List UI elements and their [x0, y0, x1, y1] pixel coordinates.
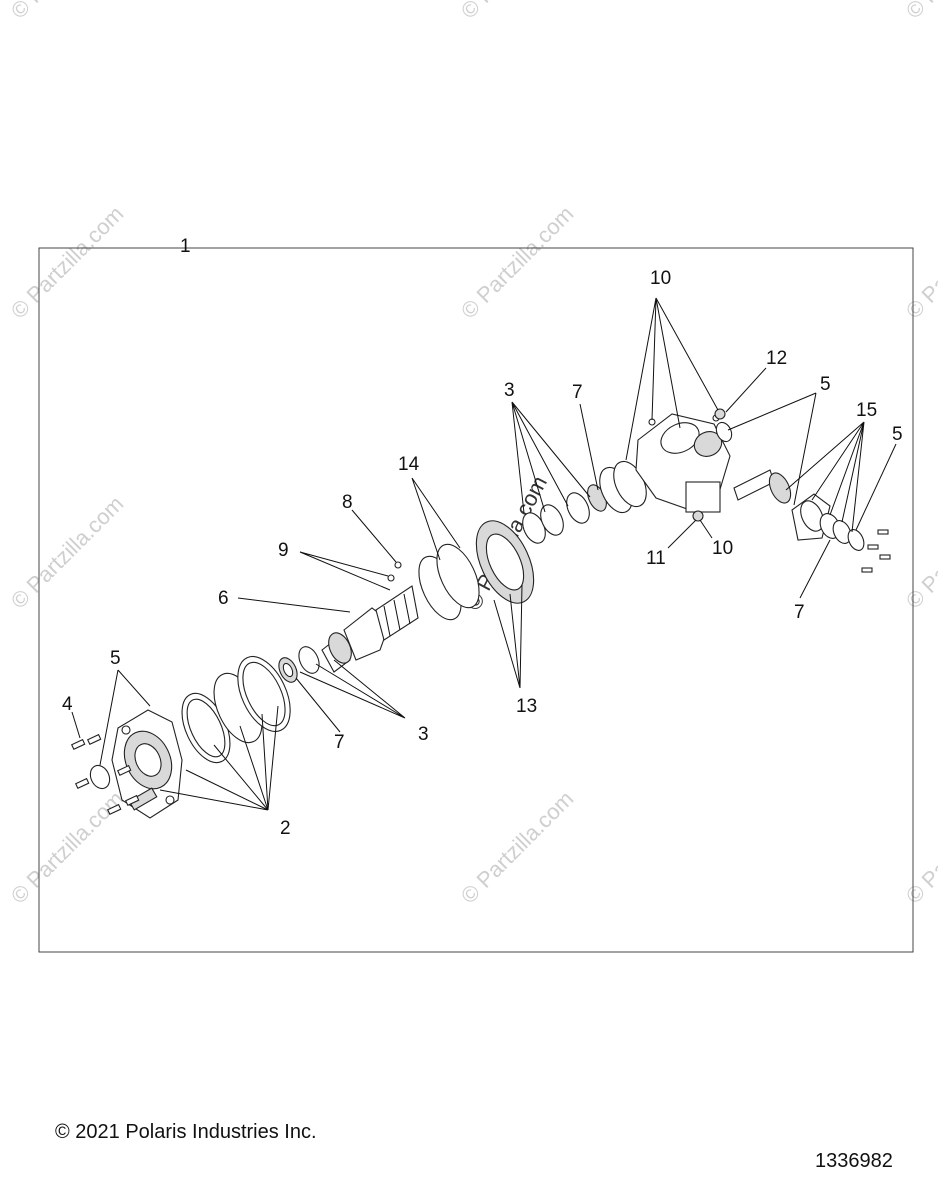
diagram-part-number: 1336982: [815, 1150, 893, 1172]
watermark: © Partzilla.com: [456, 0, 579, 24]
bearing: [566, 492, 590, 524]
watermark: © Partzilla.com: [901, 0, 938, 24]
spring: [387, 574, 395, 582]
callout-3-left: 3: [418, 724, 429, 745]
pinion-housing: [791, 493, 831, 541]
spacer: [298, 646, 320, 674]
callout-11: 11: [646, 548, 666, 569]
pinion-washer: [847, 529, 865, 551]
callout-2: 2: [280, 818, 291, 839]
o-ring: [436, 543, 480, 609]
callouts: 1 2 3 3 4 5 5 5 6 7 7 7 8 9 10 10 11 12 …: [62, 236, 903, 839]
assembly-frame: [38, 247, 914, 953]
copyright-notice: © 2021 Polaris Industries Inc.: [55, 1121, 317, 1143]
watermark: © Partzilla.com: [456, 201, 579, 324]
callout-12: 12: [766, 348, 787, 369]
watermark: © Partzilla.com: [901, 491, 938, 614]
left-bolts: [70, 733, 140, 815]
plate-inner: [186, 698, 226, 758]
right-housing: [635, 413, 731, 513]
callout-10-top: 10: [650, 268, 671, 289]
output-hub: [321, 632, 352, 673]
callout-5-left: 5: [110, 648, 121, 669]
watermark: © Partzilla.com: [6, 201, 129, 324]
callout-3-right: 3: [504, 380, 515, 401]
ring-inner: [242, 661, 286, 727]
watermark: © Partzilla.com: [6, 0, 129, 24]
callout-7-left: 7: [334, 732, 345, 753]
callout-10-bottom: 10: [712, 538, 733, 559]
pinion-bearing: [832, 520, 852, 544]
callout-1: 1: [180, 236, 191, 257]
callout-13: 13: [516, 696, 537, 717]
callout-7-top: 7: [572, 382, 583, 403]
callout-15: 15: [856, 400, 877, 421]
right-bolts: [861, 529, 891, 573]
callout-8: 8: [342, 492, 353, 513]
ring-gear-bore: [485, 533, 525, 591]
pin: [394, 561, 402, 569]
vent-fitting: [714, 408, 726, 420]
callout-5-right-far: 5: [892, 424, 903, 445]
watermark: © Partzilla.com: [6, 786, 129, 909]
callout-14: 14: [398, 454, 420, 475]
left-seal: [89, 764, 111, 790]
washer: [540, 504, 564, 536]
drain-plug: [692, 510, 704, 522]
pinion-shaft: [733, 469, 792, 504]
watermark: © Partzilla.com: [6, 491, 129, 614]
roll-cage: [375, 585, 419, 641]
callout-7-right: 7: [794, 602, 805, 623]
callout-9: 9: [278, 540, 289, 561]
callout-5-right-top: 5: [820, 374, 831, 395]
callout-6: 6: [218, 588, 229, 609]
leader-lines: [71, 297, 897, 811]
watermark: © Partzilla.com: [901, 201, 938, 324]
watermark: © Partzilla.com: [901, 786, 938, 909]
bearing-bore: [282, 662, 294, 678]
callout-4: 4: [62, 694, 73, 715]
watermark: © Partzilla.com: [456, 786, 579, 909]
